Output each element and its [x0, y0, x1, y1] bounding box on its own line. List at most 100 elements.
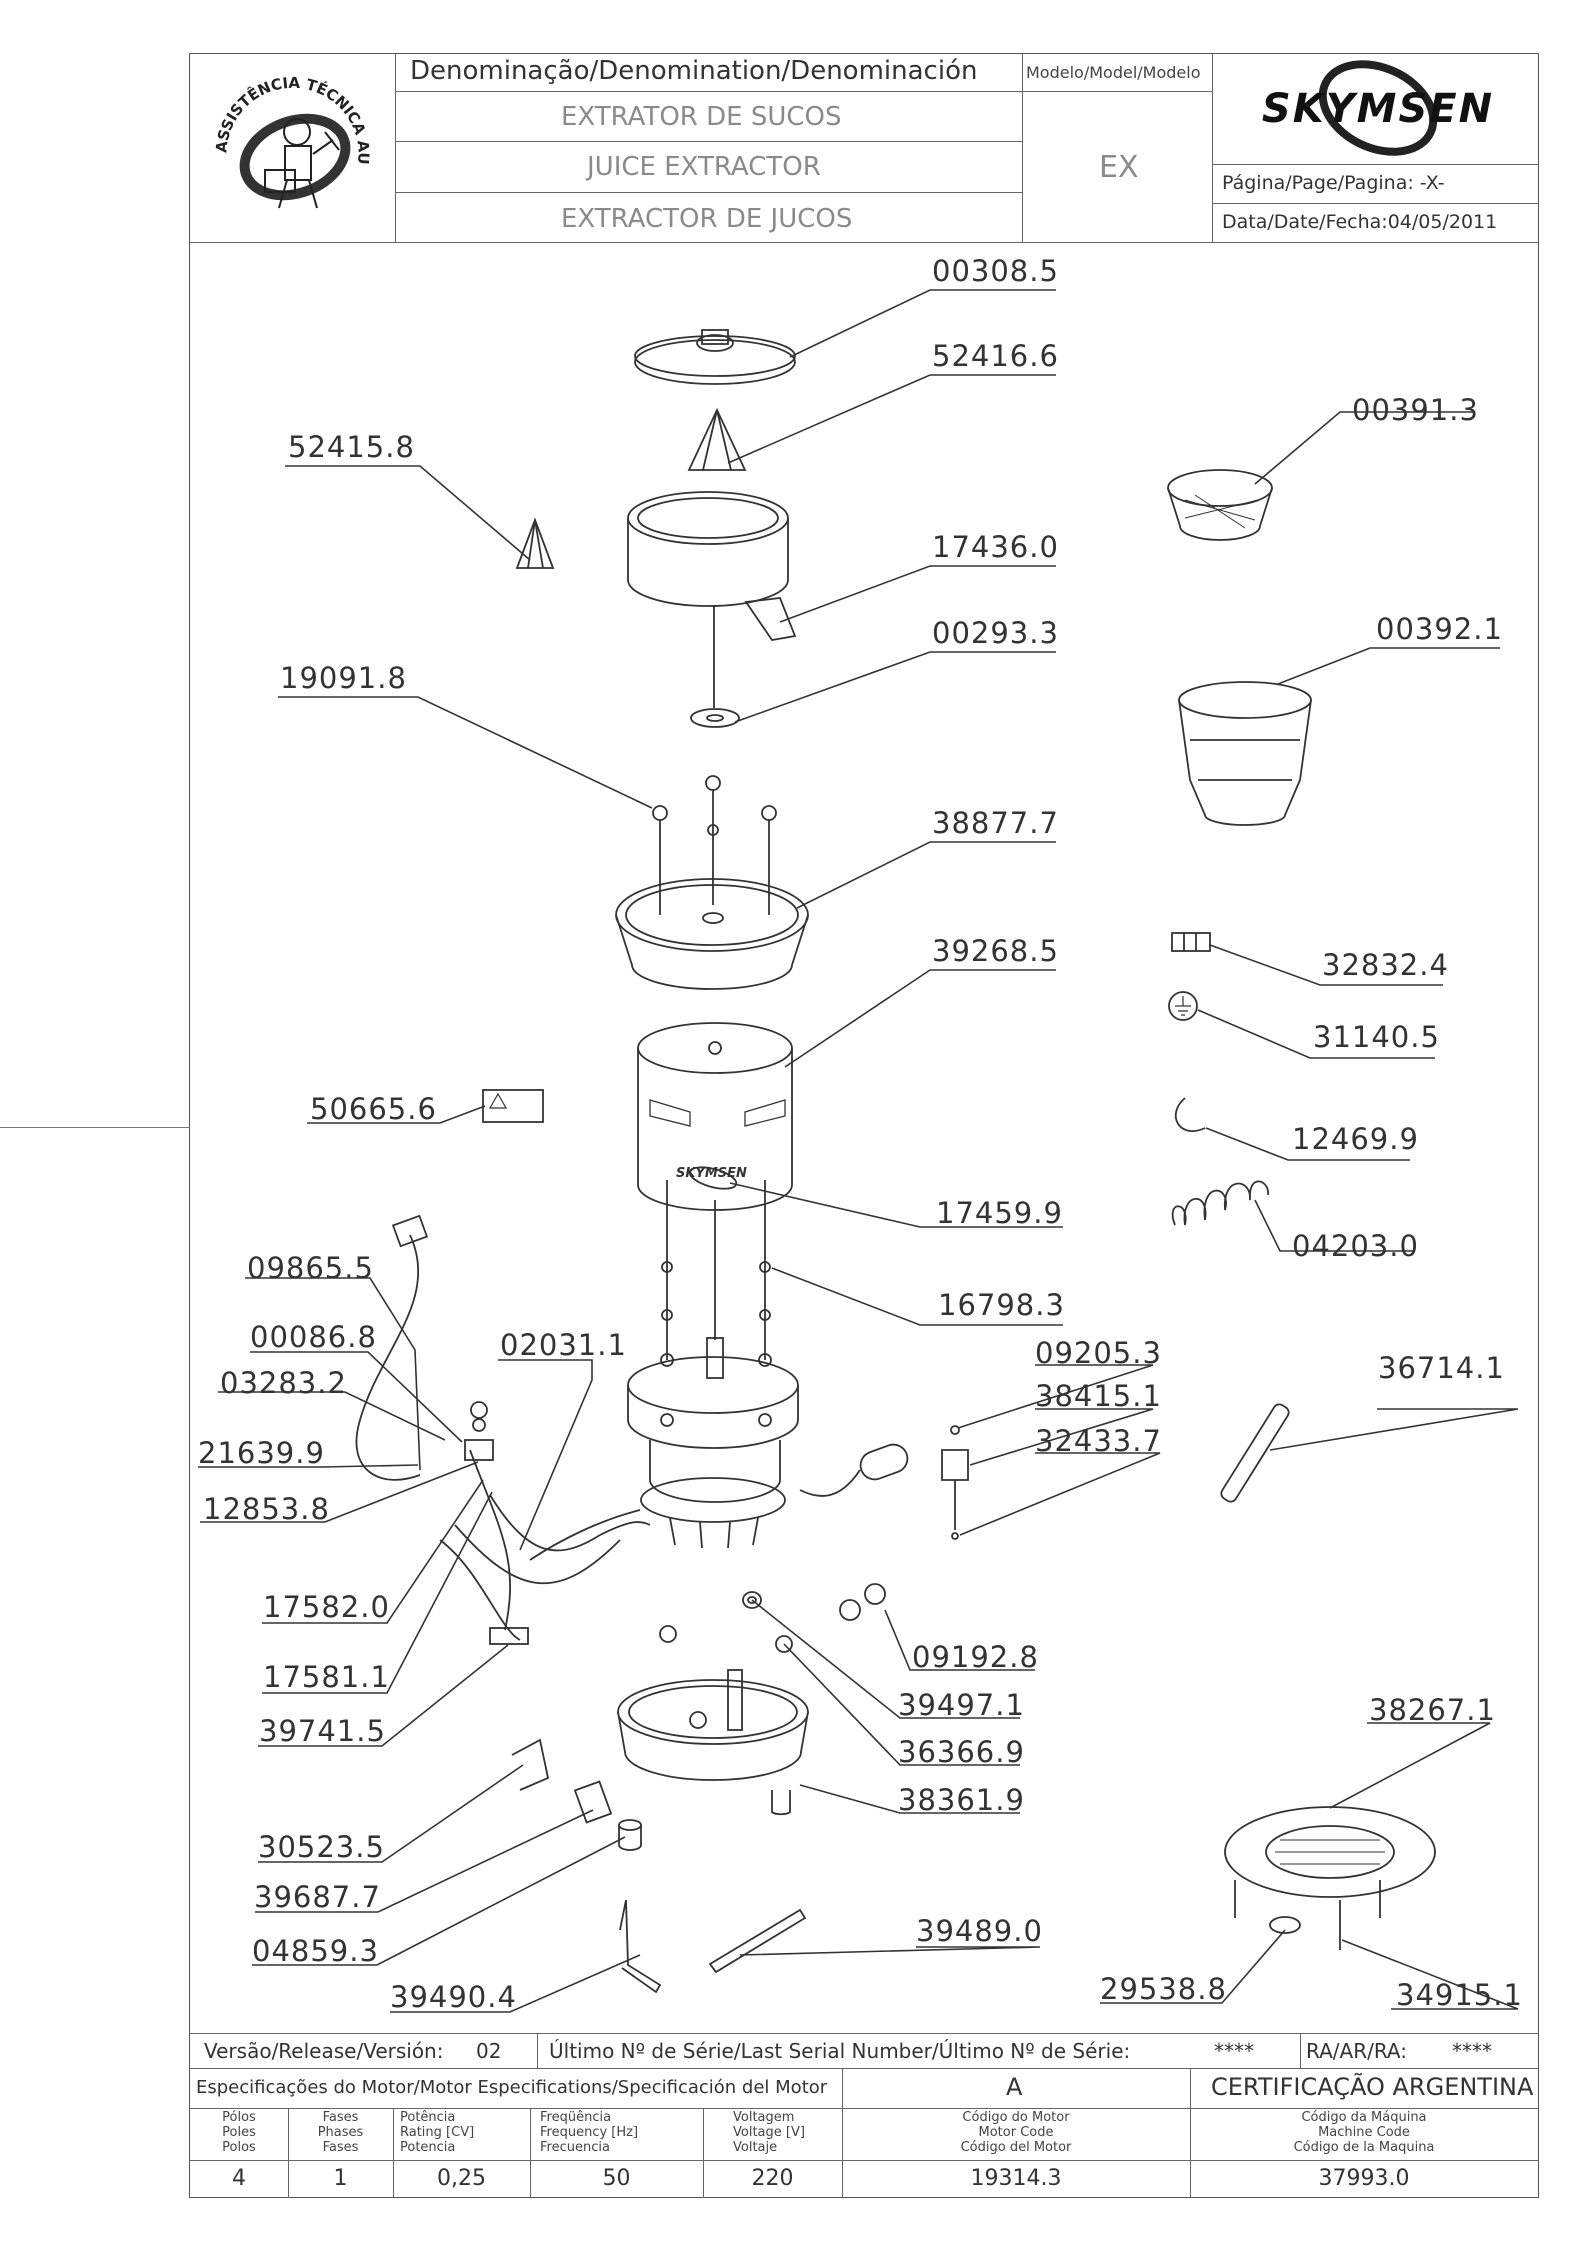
ground-symbol-part	[1168, 991, 1198, 1021]
part-number-label: 00392.1	[1376, 612, 1503, 646]
header-row-line	[395, 91, 1022, 93]
part-number-label: 00086.8	[250, 1320, 377, 1354]
part-number-label: 38361.9	[898, 1783, 1025, 1817]
part-number-label: 19091.8	[280, 661, 407, 695]
product-name-en: JUICE EXTRACTOR	[587, 152, 821, 182]
part-number-label: 39490.4	[390, 1980, 517, 2014]
serial-label: Último Nº de Série/Last Serial Number/Úl…	[549, 2039, 1131, 2063]
connector-block	[489, 1627, 529, 1645]
part-number-label: 38267.1	[1369, 1693, 1496, 1727]
part-number-label: 00293.3	[932, 616, 1059, 650]
part-number-label: 39489.0	[916, 1914, 1043, 1948]
terminal-block-part	[1171, 932, 1211, 952]
footer-divider	[1190, 2068, 1192, 2198]
part-number-label: 52416.6	[932, 339, 1059, 373]
column-header-phases: Fases Phases Fases	[317, 2110, 364, 2155]
plate-part	[573, 1780, 613, 1824]
value-poles: 4	[232, 2166, 246, 2191]
motor-spec-value: A	[1006, 2073, 1023, 2101]
value-machine-code: 37993.0	[1318, 2166, 1410, 2191]
part-number-label: 02031.1	[500, 1328, 627, 1362]
footer-divider	[288, 2108, 290, 2198]
footer-row-line	[190, 2108, 1538, 2110]
footer-divider	[393, 2108, 395, 2198]
product-name-es: EXTRACTOR DE JUCOS	[561, 204, 853, 234]
part-number-label: 17582.0	[263, 1590, 390, 1624]
part-number-label: 38415.1	[1035, 1379, 1162, 1413]
coil-spring-part	[1171, 1180, 1269, 1226]
clip-part	[511, 1738, 550, 1791]
bowl-part	[627, 491, 789, 545]
footer-row-line	[190, 2160, 1538, 2162]
bracket-part	[941, 1449, 969, 1481]
part-number-label: 12853.8	[203, 1492, 330, 1526]
reamer-cone-small	[515, 517, 555, 569]
version-value: 02	[476, 2039, 502, 2063]
part-number-label: 17459.9	[936, 1196, 1063, 1230]
capacitor-part	[859, 1443, 909, 1481]
header-row-line	[1212, 203, 1538, 205]
denomination-title: Denominação/Denomination/Denominación	[410, 56, 978, 86]
drawing-frame	[189, 53, 1539, 2198]
part-number-label: 50665.6	[310, 1092, 437, 1126]
part-number-label: 38877.7	[932, 806, 1059, 840]
base-part	[617, 1679, 809, 1745]
value-rating: 0,25	[437, 2166, 486, 2191]
brand-name: SKYMSEN	[1262, 86, 1494, 132]
footer-divider	[1300, 2034, 1302, 2068]
part-number-label: 36366.9	[898, 1735, 1025, 1769]
part-number-label: 16798.3	[938, 1288, 1065, 1322]
part-number-label: 09192.8	[912, 1640, 1039, 1674]
part-number-label: 52415.8	[288, 430, 415, 464]
part-number-label: 34915.1	[1396, 1978, 1523, 2012]
motor-part	[627, 1356, 799, 1414]
footer-divider	[842, 2068, 844, 2198]
header-divider	[1212, 54, 1214, 243]
header-row-line	[1022, 91, 1212, 93]
column-header-machine-code: Código da Máquina Machine Code Código de…	[1293, 2110, 1435, 2155]
ra-label: RA/AR/RA:	[1306, 2039, 1407, 2063]
column-header-poles: Pólos Poles Polos	[222, 2110, 256, 2155]
part-number-label: 32433.7	[1035, 1424, 1162, 1458]
value-frequency: 50	[602, 2166, 631, 2191]
sheet-margin-line	[0, 1127, 190, 1129]
lid-part	[634, 339, 796, 385]
part-number-label: 39741.5	[259, 1714, 386, 1748]
header-row-line	[1212, 164, 1538, 166]
product-name-pt: EXTRATOR DE SUCOS	[561, 102, 842, 132]
part-number-label: 17436.0	[932, 530, 1059, 564]
header-divider	[1022, 54, 1024, 243]
part-number-label: 21639.9	[198, 1436, 325, 1470]
serial-value: ****	[1214, 2039, 1254, 2063]
arm-part	[708, 1908, 807, 1974]
part-number-label: 31140.5	[1313, 1020, 1440, 1054]
footer-row-line	[190, 2068, 1538, 2070]
header-bottom	[190, 242, 1538, 244]
part-number-label: 04203.0	[1292, 1229, 1419, 1263]
part-number-label: 00308.5	[932, 254, 1059, 288]
motor-spec-label: Especificações do Motor/Motor Especifica…	[196, 2077, 828, 2098]
motor-housing-part	[637, 1022, 793, 1074]
cover-plate-part	[1224, 1806, 1436, 1898]
part-number-label: 39687.7	[254, 1880, 381, 1914]
reamer-cone-large	[687, 407, 747, 471]
part-number-label: 32832.4	[1322, 948, 1449, 982]
header-row-line	[395, 141, 1022, 143]
header-row-line	[395, 192, 1022, 194]
power-cord	[355, 1234, 421, 1481]
part-number-label: 03283.2	[220, 1366, 347, 1400]
washer-part	[690, 708, 740, 728]
date-label: Data/Date/Fecha:04/05/2011	[1222, 211, 1498, 233]
footer-divider	[530, 2108, 532, 2198]
model-title: Modelo/Model/Modelo	[1026, 63, 1201, 82]
switch-part	[464, 1439, 494, 1461]
value-phases: 1	[333, 2166, 348, 2191]
spring-clip-part	[1174, 1097, 1206, 1133]
footer-divider	[537, 2034, 539, 2068]
part-number-label: 29538.8	[1100, 1972, 1227, 2006]
basin-part	[615, 878, 809, 952]
part-number-label: 09865.5	[247, 1251, 374, 1285]
part-number-label: 30523.5	[258, 1830, 385, 1864]
foot-part	[618, 1825, 642, 1851]
